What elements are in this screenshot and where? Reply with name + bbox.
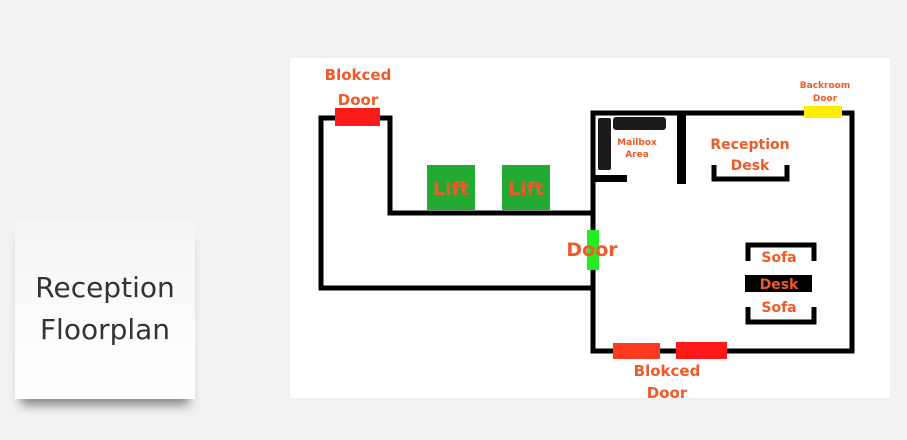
backroom-door-label-1: Backroom — [800, 81, 850, 91]
mailbox-label-1: Mailbox — [617, 138, 657, 148]
backroom-door[interactable] — [804, 106, 842, 118]
floorplan-diagram: Blokced Door Backroom Door Mailbox Area … — [318, 66, 855, 398]
reception-desk-label-2: Desk — [731, 158, 770, 174]
mailbox-wall-horizontal — [613, 117, 666, 130]
note-title-line-1: Reception — [35, 271, 175, 304]
title-sticky-note[interactable]: Reception Floorplan — [15, 219, 195, 399]
center-desk-label: Desk — [760, 277, 799, 293]
lift-1[interactable] — [427, 165, 475, 210]
mailbox-wall-vertical — [598, 118, 611, 170]
reception-desk-label-1: Reception — [710, 137, 789, 153]
sofa-top-shape — [745, 242, 817, 261]
sofa-bottom-shape — [745, 307, 817, 325]
blocked-door-bottom-label-2: Door — [647, 384, 688, 398]
blocked-door-bottom-right[interactable] — [676, 342, 727, 359]
blocked-door-bottom-label-1: Blokced — [634, 362, 701, 380]
floorplan-canvas[interactable]: Blokced Door Backroom Door Mailbox Area … — [290, 58, 890, 398]
blocked-door-bottom-left[interactable] — [613, 343, 660, 359]
backroom-door-label-2: Door — [813, 94, 838, 104]
blocked-door-top-label-2: Door — [338, 91, 379, 109]
blocked-door-top-label-1: Blokced — [325, 66, 392, 84]
center-desk-shape — [745, 275, 812, 292]
sofa-top-label: Sofa — [761, 250, 796, 266]
reception-door-label: Door — [566, 239, 618, 261]
lift-2[interactable] — [502, 165, 550, 210]
reception-door[interactable] — [587, 230, 599, 270]
mailbox-label-2: Area — [625, 150, 649, 160]
lift-1-label: Lift — [433, 178, 469, 200]
mailbox-wall-stub — [593, 175, 627, 182]
note-title-line-2: Floorplan — [39, 313, 171, 346]
note-title: Reception Floorplan — [20, 267, 190, 351]
lift-2-label: Lift — [508, 178, 544, 200]
sofa-bottom-label: Sofa — [761, 300, 796, 316]
partition-wall — [677, 115, 686, 184]
reception-desk-shape — [711, 165, 790, 182]
blocked-door-top[interactable] — [335, 108, 380, 126]
